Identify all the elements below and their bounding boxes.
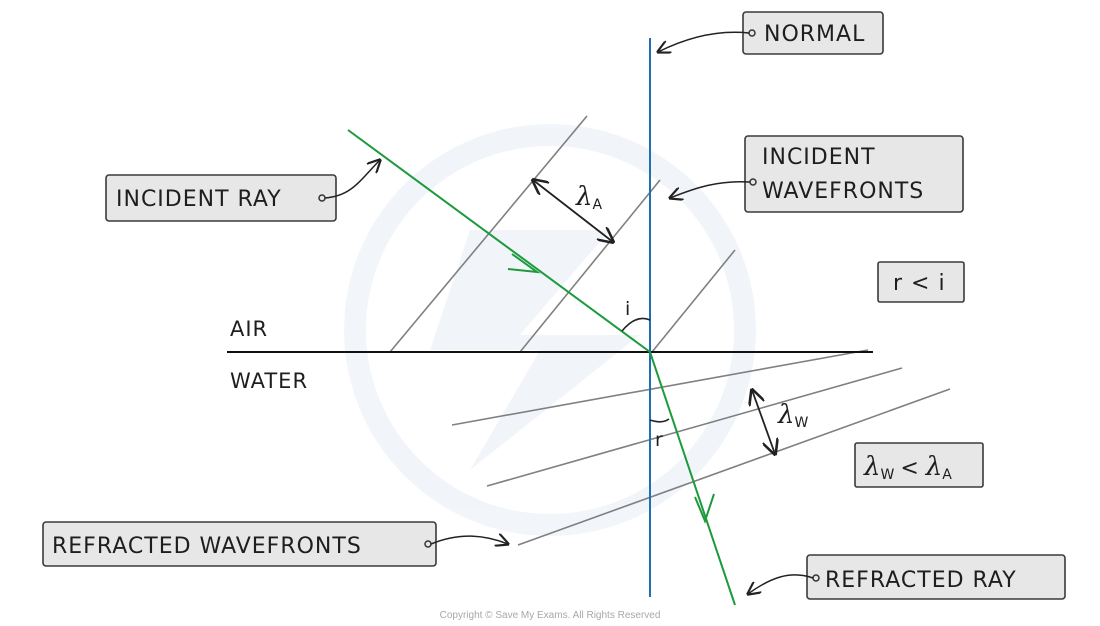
angle-i-label: i: [625, 298, 630, 320]
incident-ray-arrow-icon: [507, 253, 541, 274]
condition-text: r < i: [893, 271, 946, 296]
normal-pointer-arrow: [658, 31, 750, 52]
incident-wavefront-line: [651, 249, 736, 353]
wavelength-air-arrow: [533, 180, 613, 242]
incident-wavefronts-tag-line2: WAVEFRONTS: [762, 179, 924, 204]
incident-ray-pointer-arrow: [324, 160, 380, 199]
incident-wavefronts-tag: INCIDENT WAVEFRONTS: [744, 135, 964, 213]
refracted-ray-tag-text: REFRACTED RAY: [825, 568, 1017, 593]
light-ray: [347, 129, 736, 606]
refracted-ray-arrow-icon: [694, 493, 715, 524]
air-label: AIR: [230, 317, 268, 341]
refracted-wavefront-line: [486, 367, 903, 487]
refracted-wavefronts-pointer-arrow: [430, 536, 508, 544]
watermark-logo: [344, 124, 756, 536]
water-label: WATER: [230, 369, 308, 393]
copyright-text: Copyright © Save My Exams. All Rights Re…: [440, 610, 661, 621]
wavelength-water-arrow: [752, 390, 775, 454]
refracted-wavefront-line: [517, 388, 951, 546]
wavelength-comparison-box: λW<λA: [854, 442, 984, 488]
angle-r-label: r: [655, 429, 663, 451]
refracted-wavefront-line: [451, 349, 869, 426]
refracted-wavefronts-tag: REFRACTED WAVEFRONTS: [42, 521, 437, 567]
normal-tag: NORMAL: [742, 11, 884, 55]
refracted-wavefronts: [451, 349, 951, 546]
wavelength-water-label: λW: [777, 400, 808, 431]
incident-wavefronts-pointer-arrow: [670, 180, 751, 198]
incident-ray-line: [347, 129, 651, 353]
angle-i-arc: [621, 317, 651, 332]
refracted-ray-line: [649, 351, 736, 606]
incident-ray-tag-text: INCIDENT RAY: [116, 187, 282, 212]
incident-ray-tag: INCIDENT RAY: [105, 174, 337, 222]
refracted-ray-pointer-arrow: [748, 574, 814, 594]
incident-wavefront-line: [519, 179, 661, 353]
normal-tag-text: NORMAL: [764, 22, 865, 47]
wavelength-air-label: λA: [575, 182, 602, 213]
wavelength-comparison-text: λW<λA: [863, 452, 952, 483]
angle-r-arc: [649, 418, 670, 423]
condition-box: r < i: [877, 261, 965, 303]
incident-wavefronts-tag-line1: INCIDENT: [762, 145, 876, 170]
refracted-wavefronts-tag-text: REFRACTED WAVEFRONTS: [52, 534, 362, 559]
refracted-ray-tag: REFRACTED RAY: [806, 554, 1066, 600]
